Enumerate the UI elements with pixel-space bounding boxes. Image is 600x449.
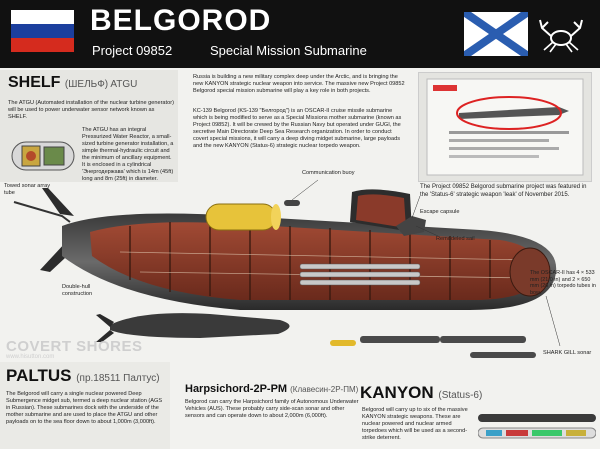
shelf-description: The ATGU (Automated installation of the … — [8, 100, 174, 120]
harpsichord-title: Harpsichord-2P-PM — [185, 383, 288, 395]
kc139-text: KC-139 Belgorod (KS-139 "Белгород") is a… — [193, 108, 402, 149]
kanyon-heading: KANYON (Status-6) — [360, 383, 482, 403]
shelf-title: SHELF — [8, 74, 61, 91]
kanyon-subtitle: (Status-6) — [438, 390, 483, 401]
kanyon-description: Belgorod will carry up to six of the mas… — [362, 407, 468, 441]
paltus-heading: PALTUS (пр.18511 Палтус) — [6, 366, 160, 386]
page-title: BELGOROD — [90, 4, 272, 37]
paltus-subtitle: (пр.18511 Палтус) — [76, 373, 160, 384]
covert-shores-watermark: COVERT SHORES — [6, 338, 143, 355]
russian-flag-icon — [11, 10, 74, 52]
submarine-cutaway-illustration — [13, 179, 561, 358]
double-hull-label: Double-hull construction — [62, 284, 93, 297]
harpsichord-description: Belgorod can carry the Harpsichord famil… — [185, 399, 359, 419]
intro-text: Russia is building a new military comple… — [193, 74, 405, 94]
paltus-panel — [0, 362, 170, 449]
harpsichord-heading: Harpsichord-2P-PM (Клавесин-2Р-ПМ) — [185, 383, 358, 395]
shelf-heading: SHELF (ШЕЛЬФ) ATGU — [8, 74, 137, 92]
mission-label: Special Mission Submarine — [210, 43, 367, 58]
escape-capsule-label: Escape capsule — [420, 209, 460, 215]
crab-emblem-icon — [539, 19, 583, 53]
kanyon-title: KANYON — [360, 383, 434, 402]
kanyon-torpedo-diagram — [478, 414, 596, 439]
project-label: Project 09852 — [92, 43, 173, 58]
remodeled-sail-label: Remodeled sail — [436, 236, 475, 242]
atgu-reactor-illustration — [11, 141, 75, 171]
shelf-subtitle: (ШЕЛЬФ) ATGU — [64, 79, 138, 90]
watermark-url: www.hisutton.com — [6, 354, 55, 360]
paltus-description: The Belgorod will carry a single nuclear… — [6, 391, 163, 425]
status6-leak-photo — [418, 72, 592, 182]
photo-caption: The Project 09852 Belgorod submarine pro… — [420, 184, 587, 198]
paltus-title: PALTUS — [6, 366, 72, 385]
harpsichord-subtitle: (Клавесин-2Р-ПМ) — [290, 385, 359, 394]
atgu-description: The ATGU has an integral Pressurized Wat… — [82, 127, 174, 182]
towed-sonar-label: Towed sonar array tube — [4, 183, 51, 196]
shark-gill-label: SHARK GILL sonar — [543, 350, 592, 356]
oscar-torpedo-note: The OSCAR-II has 4 × 533 mm (21.0 in) an… — [530, 270, 596, 296]
communication-buoy-label: Communication buoy — [302, 170, 355, 176]
st-andrews-naval-flag-icon — [464, 12, 528, 56]
